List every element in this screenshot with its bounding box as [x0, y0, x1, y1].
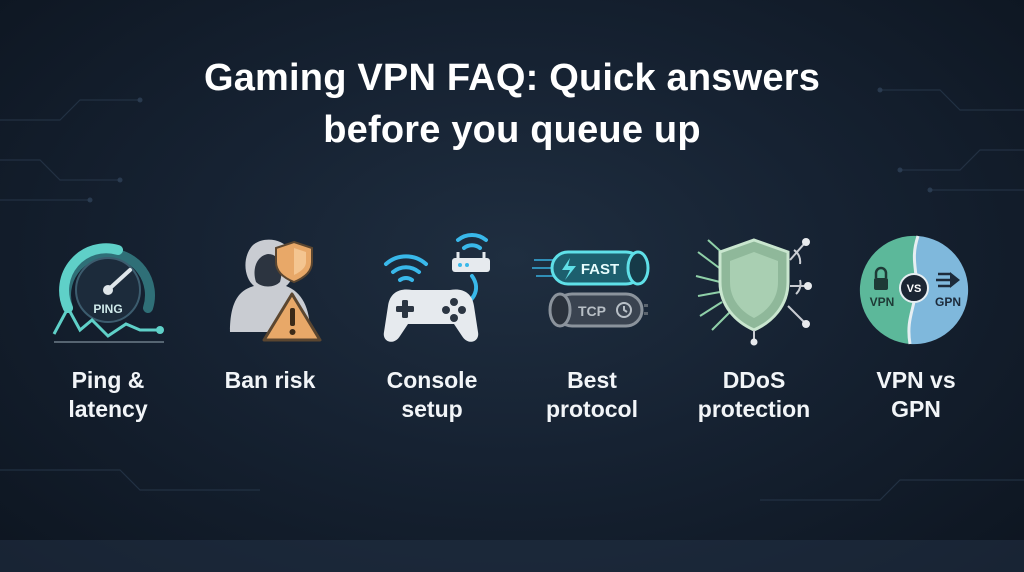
label-line-2: protocol — [546, 396, 638, 422]
faq-item-ddos[interactable]: DDoS protection — [674, 228, 834, 448]
faq-item-label: VPN vs GPN — [836, 366, 996, 424]
label-line-1: Console — [386, 367, 478, 393]
speedometer-icon: PING — [52, 243, 164, 343]
tcp-icon-text: TCP — [578, 303, 606, 319]
ping-icon-text: PING — [93, 302, 122, 316]
gamepad-router-icon — [383, 232, 490, 342]
protocol-tubes-icon: FAST TCP — [532, 250, 650, 328]
title-line-2: before you queue up — [323, 109, 701, 151]
faq-item-protocol[interactable]: FAST TCP Best protocol — [512, 228, 672, 448]
label-line-2: setup — [401, 396, 463, 422]
faq-item-console[interactable]: Console setup — [352, 228, 512, 448]
label-line-1: VPN vs — [876, 367, 956, 393]
vpn-icon-text: VPN — [870, 295, 895, 309]
label-line-1: Ping & — [71, 367, 145, 393]
faq-topics: PING Ping & latency Ban risk — [0, 228, 1024, 448]
faq-item-ping[interactable]: PING Ping & latency — [28, 228, 188, 448]
faq-item-label: Best protocol — [512, 366, 672, 424]
vs-icon-text: VS — [907, 283, 922, 295]
label-line-1: DDoS — [722, 367, 786, 393]
hooded-figure-warning-icon — [230, 239, 322, 342]
fast-icon-text: FAST — [581, 261, 619, 278]
label-line-2: protection — [697, 396, 811, 422]
faq-item-vpn-vs-gpn[interactable]: VPN VS GPN VPN vs GPN — [836, 228, 996, 448]
faq-item-label: DDoS protection — [674, 366, 834, 424]
faq-item-label: Ping & latency — [28, 366, 188, 424]
label-line-1: Best — [567, 367, 617, 393]
faq-item-ban-risk[interactable]: Ban risk — [190, 228, 350, 448]
shield-icon — [695, 238, 812, 346]
gpn-icon-text: GPN — [935, 295, 961, 309]
label-line-2: latency — [68, 396, 148, 422]
faq-item-label: Ban risk — [190, 366, 350, 395]
vpn-vs-gpn-icon: VPN VS GPN — [859, 235, 969, 345]
page-title: Gaming VPN FAQ: Quick answers before you… — [0, 52, 1024, 156]
title-line-1: Gaming VPN FAQ: Quick answers — [203, 57, 821, 99]
label-line-2: GPN — [891, 396, 941, 422]
label-line-1: Ban risk — [224, 367, 316, 393]
faq-item-label: Console setup — [352, 366, 512, 424]
